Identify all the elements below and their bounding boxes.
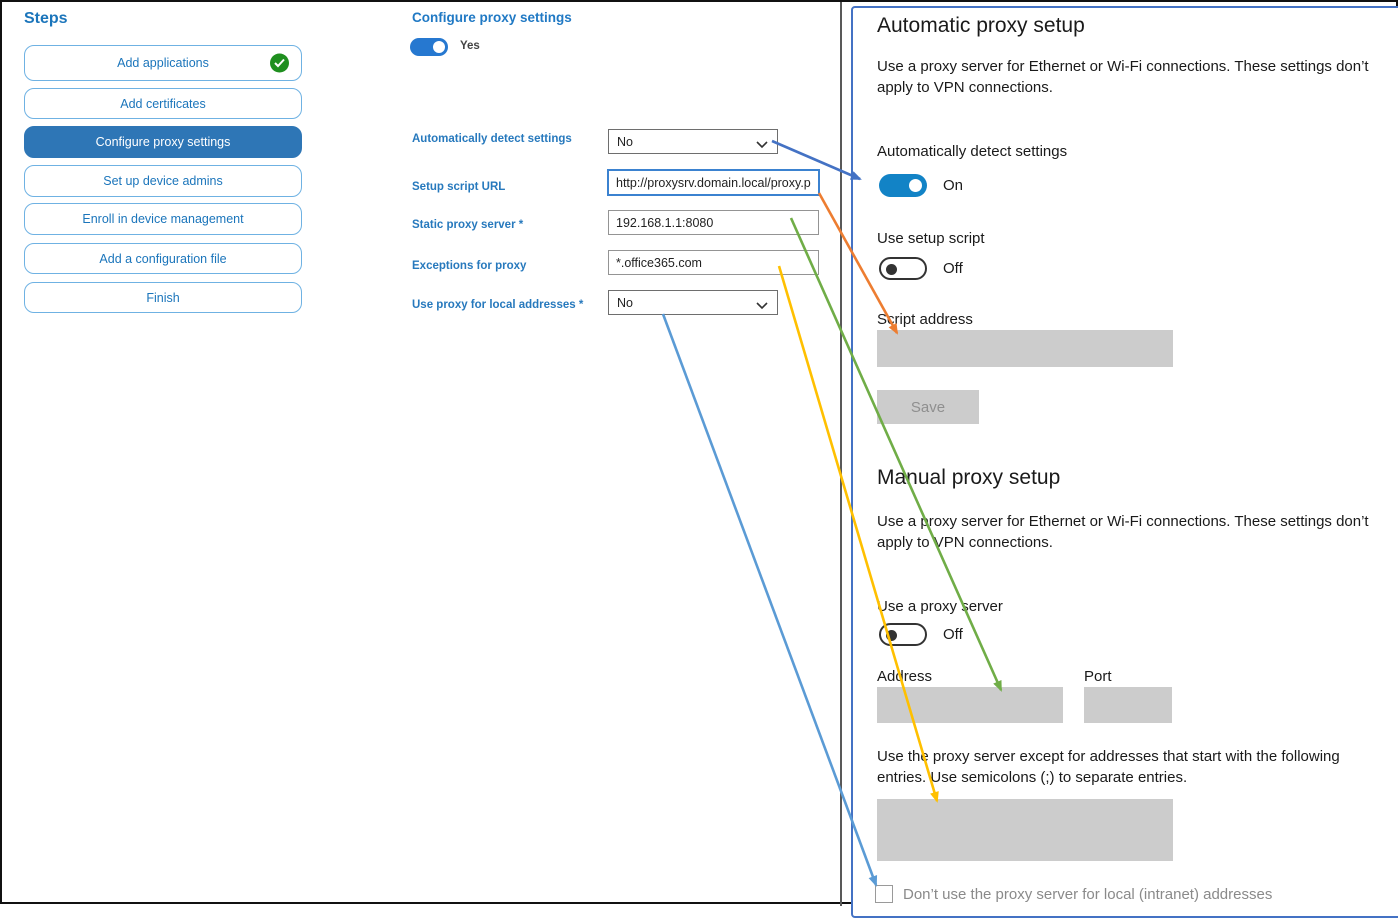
sidebar-item-finish[interactable]: Finish xyxy=(24,282,302,313)
setup-script-url-input[interactable] xyxy=(607,169,820,196)
step-label: Enroll in device management xyxy=(82,212,244,226)
use-proxy-server-label: Use a proxy server xyxy=(877,598,1003,615)
exceptions-for-proxy-input[interactable] xyxy=(608,250,819,275)
step-label: Add certificates xyxy=(120,96,206,111)
toggle-knob xyxy=(886,629,897,641)
use-proxy-server-state: Off xyxy=(943,626,963,643)
toggle-knob xyxy=(909,179,922,192)
field-label-setup-script-url: Setup script URL xyxy=(412,181,506,193)
toggle-state-label: Yes xyxy=(460,40,480,52)
use-proxy-for-local-addresses-select[interactable]: No xyxy=(608,290,778,315)
page-title: Configure proxy settings xyxy=(412,10,572,25)
automatically-detect-settings-select[interactable]: No xyxy=(608,129,778,154)
field-label-use-proxy-for-local-addresses: Use proxy for local addresses * xyxy=(412,299,584,311)
sidebar-item-configure-proxy-settings[interactable]: Configure proxy settings xyxy=(24,126,302,158)
sidebar-item-add-certificates[interactable]: Add certificates xyxy=(24,88,302,119)
arrow-local-addresses xyxy=(661,313,878,887)
manual-proxy-description: Use a proxy server for Ethernet or Wi-Fi… xyxy=(877,513,1369,551)
use-setup-script-label: Use setup script xyxy=(877,230,985,247)
step-completed-check-icon xyxy=(270,53,289,73)
port-input[interactable] xyxy=(1084,687,1172,723)
use-setup-script-state: Off xyxy=(943,260,963,277)
script-address-input[interactable] xyxy=(877,330,1173,367)
static-proxy-server-input[interactable] xyxy=(608,210,819,235)
port-label: Port xyxy=(1084,668,1112,685)
step-label: Finish xyxy=(146,290,180,305)
address-input[interactable] xyxy=(877,687,1063,723)
select-value: No xyxy=(617,134,633,149)
sidebar-item-set-up-device-admins[interactable]: Set up device admins xyxy=(24,165,302,197)
step-label: Add applications xyxy=(117,56,209,70)
sidebar-item-add-a-configuration-file[interactable]: Add a configuration file xyxy=(24,243,302,274)
detect-settings-state: On xyxy=(943,177,964,194)
detect-settings-toggle[interactable] xyxy=(879,174,927,197)
window-divider xyxy=(840,2,842,906)
automatic-proxy-description: Use a proxy server for Ethernet or Wi-Fi… xyxy=(877,58,1369,96)
sidebar-item-enroll-in-device-management[interactable]: Enroll in device management xyxy=(24,203,302,235)
proxy-exceptions-description: Use the proxy server except for addresse… xyxy=(877,748,1340,786)
chevron-down-icon xyxy=(756,299,768,313)
configure-proxy-enabled-toggle[interactable] xyxy=(410,38,448,56)
use-setup-script-toggle[interactable] xyxy=(879,257,927,280)
section-title-manual-proxy-setup: Manual proxy setup xyxy=(877,466,1061,489)
toggle-knob xyxy=(433,41,445,53)
address-label: Address xyxy=(877,668,933,685)
section-title-automatic-proxy-setup: Automatic proxy setup xyxy=(877,14,1085,37)
chevron-down-icon xyxy=(756,138,768,152)
field-label-automatically-detect-settings: Automatically detect settings xyxy=(412,133,572,145)
select-value: No xyxy=(617,295,633,310)
step-label: Configure proxy settings xyxy=(95,135,231,149)
detect-settings-label: Automatically detect settings xyxy=(877,143,1068,160)
steps-panel-title: Steps xyxy=(24,10,68,27)
sidebar-item-add-applications[interactable]: Add applications xyxy=(24,45,302,81)
field-label-static-proxy-server: Static proxy server * xyxy=(412,219,524,231)
proxy-exceptions-textarea[interactable] xyxy=(877,799,1173,861)
use-proxy-server-toggle[interactable] xyxy=(879,623,927,646)
local-addresses-checkbox-row: Don’t use the proxy server for local (in… xyxy=(875,885,1373,903)
windows-proxy-settings-panel: Automatic proxy setup Use a proxy server… xyxy=(851,6,1398,918)
save-button[interactable]: Save xyxy=(877,390,979,424)
step-label: Set up device admins xyxy=(103,174,223,188)
field-label-exceptions-for-proxy: Exceptions for proxy xyxy=(412,260,527,272)
toggle-knob xyxy=(886,263,897,275)
local-addresses-checkbox-label: Don’t use the proxy server for local (in… xyxy=(903,886,1273,903)
script-address-label: Script address xyxy=(877,311,973,328)
local-addresses-checkbox[interactable] xyxy=(875,885,893,903)
step-label: Add a configuration file xyxy=(99,251,227,266)
